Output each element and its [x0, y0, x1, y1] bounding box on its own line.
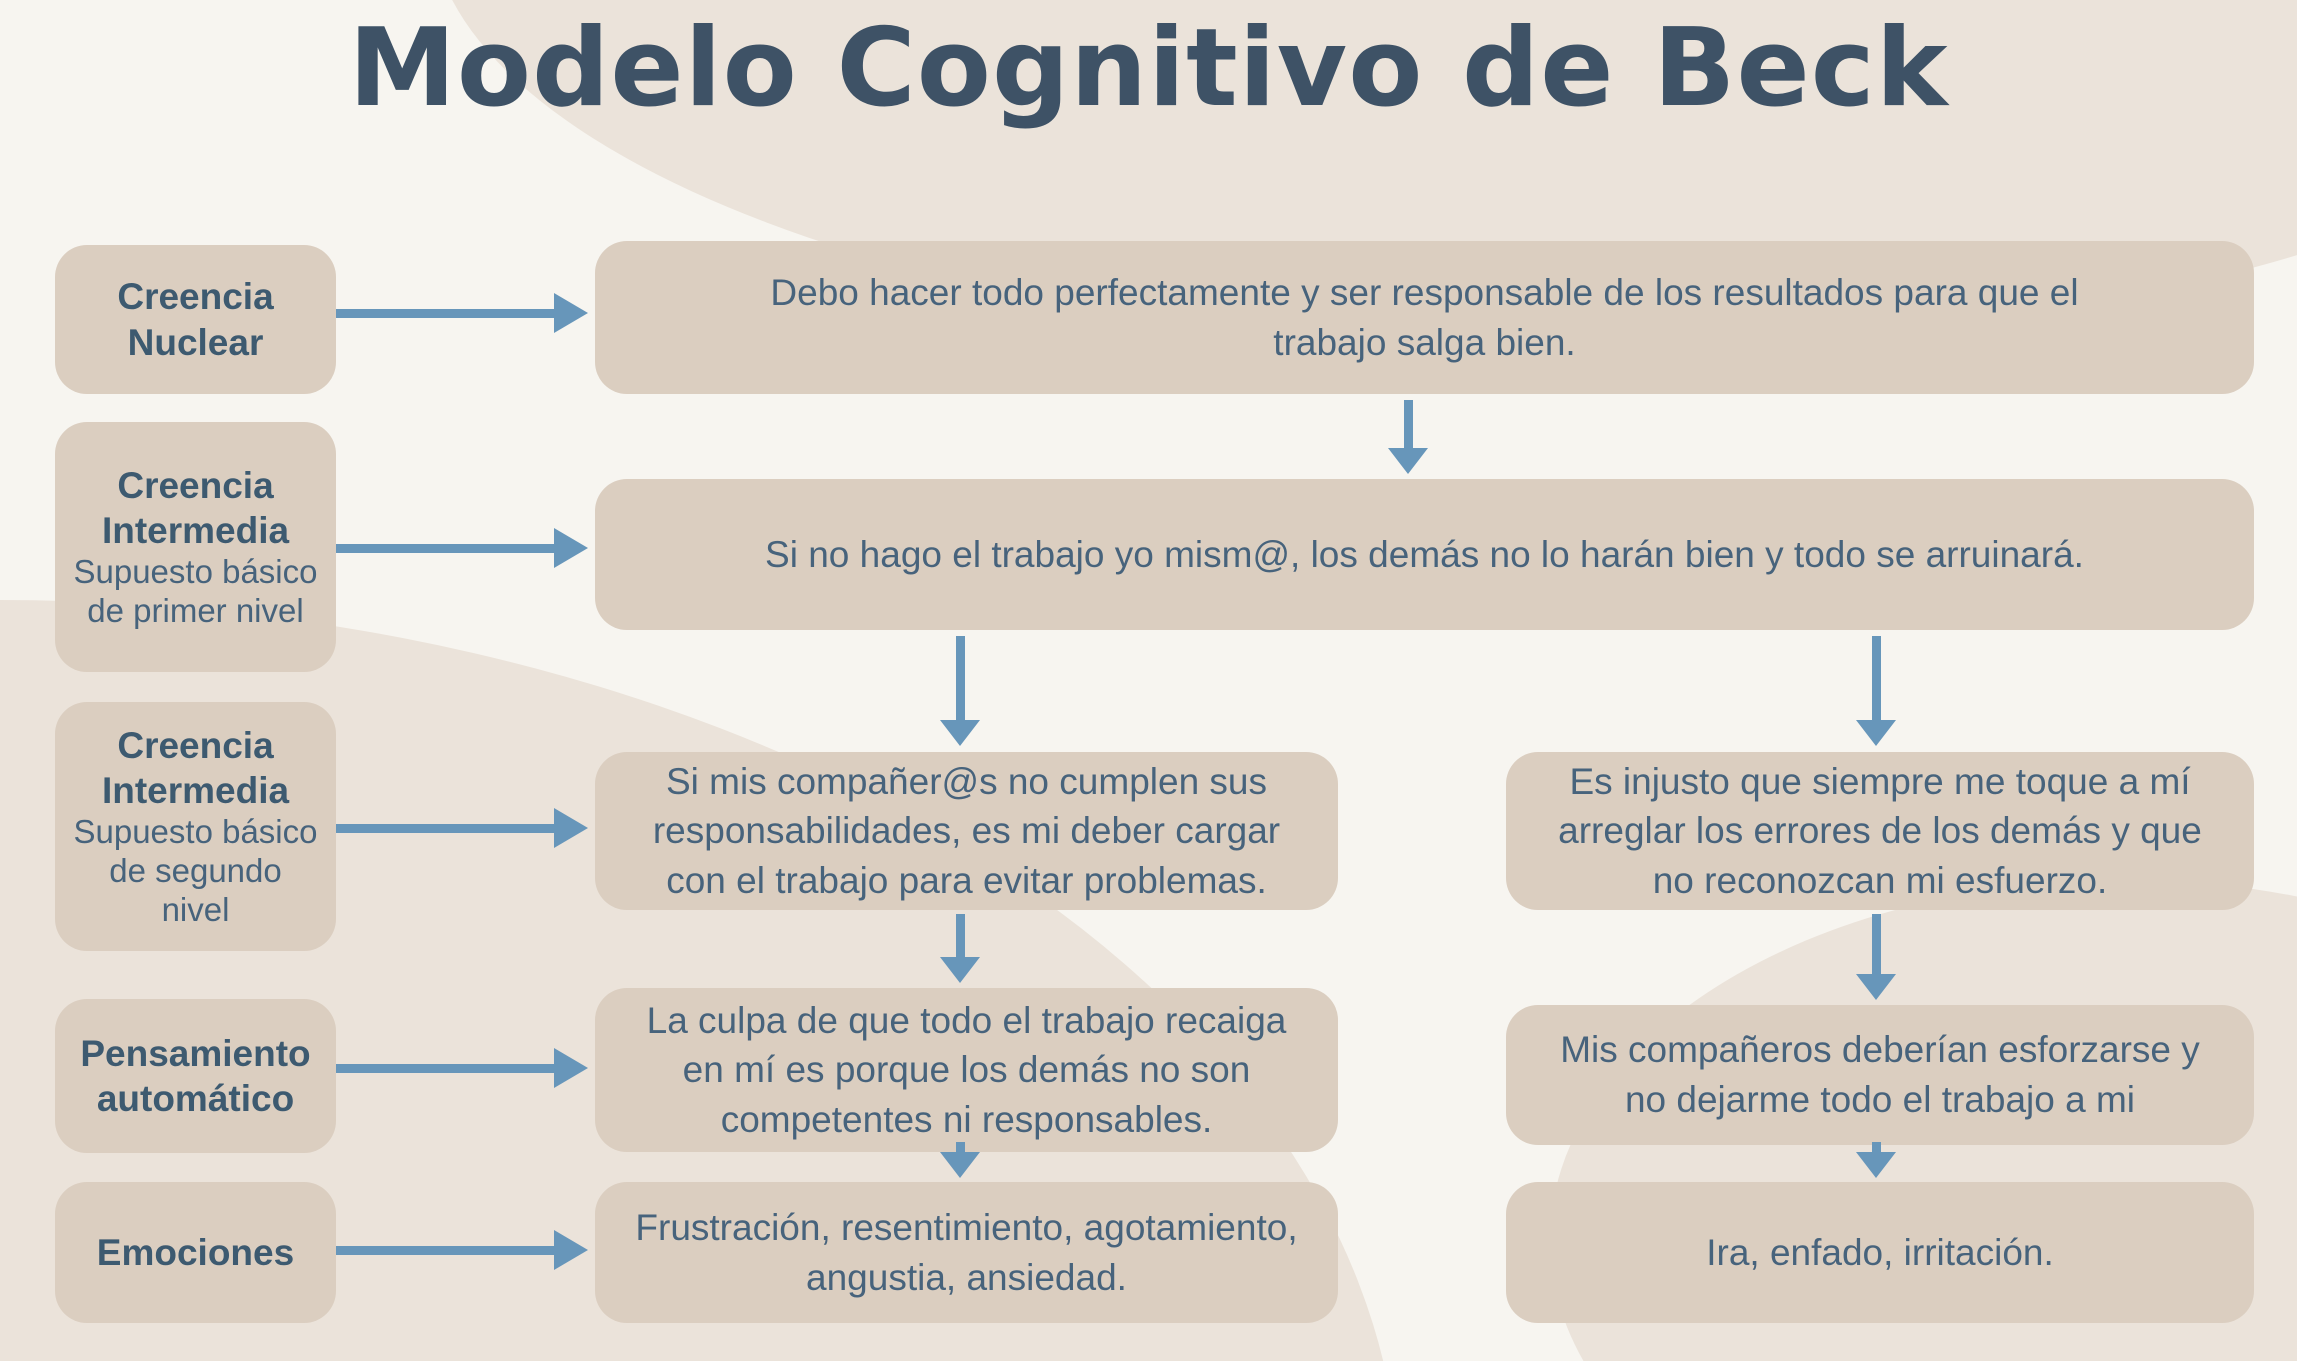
arrow-shaft — [336, 308, 554, 318]
arrow-head — [1856, 1152, 1896, 1178]
arrow-head — [1388, 448, 1428, 474]
arrow-shaft — [1871, 636, 1881, 720]
arrow-shaft — [336, 1245, 554, 1255]
arrow-down-icon — [1854, 1142, 1898, 1178]
label-box-creencia-intermedia-2: Creencia Intermedia Supuesto básico de s… — [55, 702, 336, 951]
arrow-head — [554, 293, 588, 333]
arrow-down-icon — [938, 636, 982, 746]
arrow-head — [1856, 974, 1896, 1000]
arrow-shaft — [1871, 914, 1881, 974]
arrow-shaft — [336, 1063, 554, 1073]
flow-box-emociones-left: Frustración, resentimiento, agotamiento,… — [595, 1182, 1338, 1323]
label-subtitle: Supuesto básico de segundo nivel — [73, 813, 318, 929]
label-title: Emociones — [96, 1231, 295, 1273]
arrow-down-icon — [938, 914, 982, 983]
arrow-right-icon — [336, 806, 588, 850]
arrow-shaft — [955, 914, 965, 957]
flow-box-creencia-intermedia-1: Si no hago el trabajo yo mism@, los demá… — [595, 479, 2254, 630]
flow-box-creencia-intermedia-2-left: Si mis compañer@s no cumplen sus respons… — [595, 752, 1338, 910]
page-title: Modelo Cognitivo de Beck — [348, 6, 1949, 131]
arrow-right-icon — [336, 526, 588, 570]
arrow-shaft — [336, 543, 554, 553]
arrow-head — [940, 1152, 980, 1178]
arrow-shaft — [336, 823, 554, 833]
arrow-down-icon — [938, 1142, 982, 1178]
arrow-right-icon — [336, 1228, 588, 1272]
arrow-head — [554, 1230, 588, 1270]
label-box-emociones: Emociones — [55, 1182, 336, 1323]
flow-box-creencia-nuclear: Debo hacer todo perfectamente y ser resp… — [595, 241, 2254, 394]
arrow-head — [554, 808, 588, 848]
flow-box-emociones-right: Ira, enfado, irritación. — [1506, 1182, 2254, 1323]
arrow-down-icon — [1386, 400, 1430, 474]
flow-box-pensamiento-automatico-left: La culpa de que todo el trabajo recaiga … — [595, 988, 1338, 1152]
label-title: Creencia Intermedia — [101, 464, 290, 552]
flow-box-creencia-intermedia-2-right: Es injusto que siempre me toque a mí arr… — [1506, 752, 2254, 910]
arrow-head — [940, 720, 980, 746]
arrow-down-icon — [1854, 636, 1898, 746]
label-title: Creencia Nuclear — [117, 276, 274, 363]
label-box-creencia-nuclear: Creencia Nuclear — [55, 245, 336, 394]
arrow-shaft — [1871, 1142, 1881, 1152]
arrow-head — [554, 528, 588, 568]
label-title: Pensamiento automático — [80, 1032, 311, 1119]
label-box-pensamiento-automatico: Pensamiento automático — [55, 999, 336, 1153]
arrow-head — [554, 1048, 588, 1088]
arrow-shaft — [955, 636, 965, 720]
label-title: Creencia Intermedia — [101, 724, 290, 812]
arrow-down-icon — [1854, 914, 1898, 1000]
arrow-shaft — [1403, 400, 1413, 448]
arrow-head — [940, 957, 980, 983]
arrow-shaft — [955, 1142, 965, 1152]
label-subtitle: Supuesto básico de primer nivel — [73, 553, 318, 630]
arrow-right-icon — [336, 1046, 588, 1090]
arrow-head — [1856, 720, 1896, 746]
flow-box-pensamiento-automatico-right: Mis compañeros deberían esforzarse y no … — [1506, 1005, 2254, 1145]
arrow-right-icon — [336, 291, 588, 335]
label-box-creencia-intermedia-1: Creencia Intermedia Supuesto básico de p… — [55, 422, 336, 672]
